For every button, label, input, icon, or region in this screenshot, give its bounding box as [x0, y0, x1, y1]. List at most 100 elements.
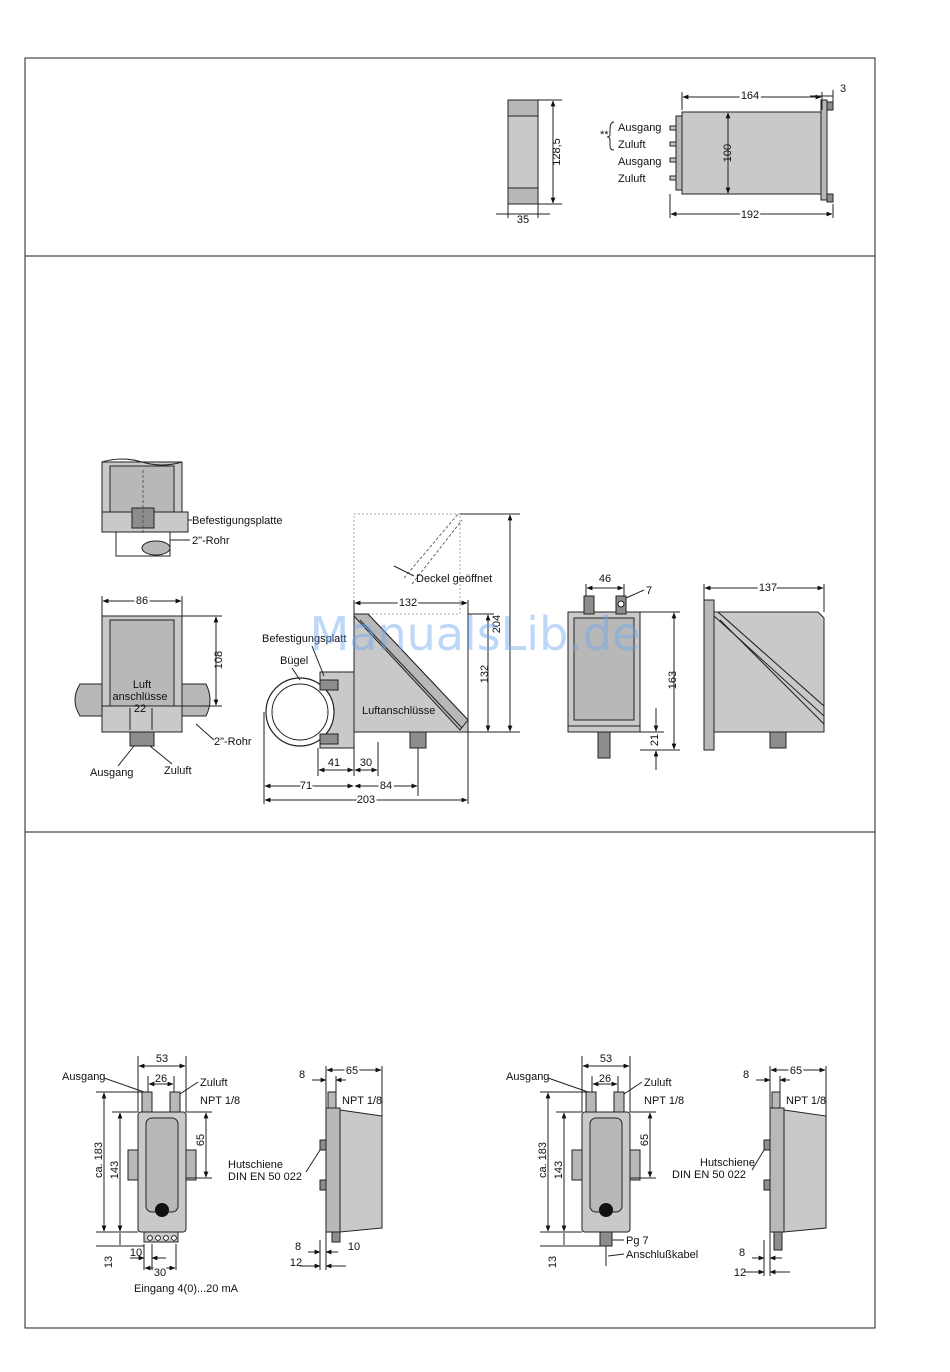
dim-132-height: 132 — [479, 665, 491, 683]
dim-35: 35 — [517, 214, 529, 226]
svg-text:71: 71 — [300, 780, 312, 792]
label-ausgang: Ausgang — [90, 767, 133, 779]
dim-100: 100 — [722, 144, 734, 162]
dim-143-left: 143 — [109, 1161, 121, 1179]
label-rohr-front: 2"-Rohr — [214, 736, 252, 748]
label-ausgang-left: Ausgang — [62, 1071, 105, 1083]
dim-65-right: 65 — [639, 1134, 651, 1146]
label-hutschiene-left: Hutschiene — [228, 1159, 283, 1171]
dim-46: 46 — [599, 573, 611, 585]
port-zuluft-2: Zuluft — [618, 173, 646, 185]
port-zuluft-1: Zuluft — [618, 139, 646, 151]
dim-12-left: 12 — [290, 1257, 302, 1269]
label-rohr-top: 2"-Rohr — [192, 535, 230, 547]
module-side-view: 128,5 35 — [496, 99, 563, 226]
dim-204: 204 — [491, 615, 503, 633]
label-anschluesse: anschlüsse — [112, 691, 167, 703]
dim-65-side-right: 65 — [790, 1065, 802, 1077]
label-hutschiene-right: Hutschiene — [700, 1157, 755, 1169]
dim-26-left: 26 — [155, 1073, 167, 1085]
dim-71: 71 — [300, 780, 312, 792]
dim-132-width: 132 — [399, 597, 417, 609]
din-right-side-view: 65 65 8 NPT 1/8 Hutschiene DIN EN 50 022… — [672, 1063, 827, 1279]
housing-wall-side-view: 137 137 — [703, 580, 825, 751]
svg-text:65: 65 — [790, 1065, 802, 1077]
label-deckel: Deckel geöffnet — [416, 573, 492, 585]
label-buegel: Bügel — [280, 655, 308, 667]
dim-26-right: 26 — [599, 1073, 611, 1085]
dim-143-right: 143 — [553, 1161, 565, 1179]
label-zuluft-left: Zuluft — [200, 1077, 228, 1089]
housing-top-view: Befestigungsplatte 2"-Rohr — [101, 458, 283, 557]
label-npt-right: NPT 1/8 — [644, 1095, 684, 1107]
svg-text:65: 65 — [346, 1065, 358, 1077]
label-eingang: Eingang 4(0)...20 mA — [134, 1283, 239, 1295]
label-ausgang-right: Ausgang — [506, 1071, 549, 1083]
din-left-side-view: 65 65 8 NPT 1/8 Hutschiene DIN EN 50 022… — [228, 1063, 383, 1270]
watermark: ManualsLib.de — [310, 607, 641, 661]
dim-164: 164 — [741, 90, 759, 102]
svg-text:164: 164 — [741, 90, 759, 102]
dim-8-bottom-left: 8 — [295, 1241, 301, 1253]
panel-2-field-housing: Befestigungsplatte 2"-Rohr 86 86 108 Luf… — [74, 458, 825, 808]
label-din-right: DIN EN 50 022 — [672, 1169, 746, 1181]
dim-10-left: 10 — [130, 1247, 142, 1259]
label-zuluft-right: Zuluft — [644, 1077, 672, 1089]
label-pg7: Pg 7 — [626, 1235, 649, 1247]
housing-wall-front-view: 46 7 163 21 — [567, 573, 680, 770]
port-ausgang-1: Ausgang — [618, 122, 661, 134]
housing-front-view: 86 86 108 Luft anschlüsse 22 2"-Rohr Aus… — [74, 593, 252, 779]
dim-8-bottom-right: 8 — [739, 1247, 745, 1259]
dim-53-left: 53 — [156, 1053, 168, 1065]
label-befestigungsplatte-side: Befestigungsplatt — [262, 633, 346, 645]
dim-163: 163 — [667, 671, 679, 689]
dim-84: 84 — [380, 780, 392, 792]
dim-108: 108 — [213, 651, 225, 669]
svg-text:137: 137 — [759, 582, 777, 594]
dim-30-left: 30 — [154, 1267, 166, 1279]
dim-65-left: 65 — [195, 1134, 207, 1146]
label-npt-side-left: NPT 1/8 — [342, 1095, 382, 1107]
label-zuluft: Zuluft — [164, 765, 192, 777]
dim-30: 30 — [360, 757, 372, 769]
dim-13-right: 13 — [547, 1256, 559, 1268]
dim-86: 86 — [136, 595, 148, 607]
label-luft: Luft — [133, 679, 151, 691]
label-din-left: DIN EN 50 022 — [228, 1171, 302, 1183]
dim-3: 3 — [840, 83, 846, 95]
housing-side-view: 132 132 132 204 Befestigungsplatt Bügel … — [262, 513, 520, 808]
din-left-front-view: 53 26 Ausgang Zuluft NPT 1/8 65 ca. 183 … — [62, 1053, 240, 1295]
svg-text:30: 30 — [154, 1267, 166, 1279]
module-front-view: 164 164 3 100 192 192 ** Ausgang Zuluft … — [600, 83, 846, 223]
svg-text:192: 192 — [741, 209, 759, 221]
panel-3-din-rail-housings: 53 26 Ausgang Zuluft NPT 1/8 65 ca. 183 … — [62, 1053, 827, 1295]
label-npt-side-right: NPT 1/8 — [786, 1095, 826, 1107]
din-right-front-view: 53 26 Ausgang Zuluft NPT 1/8 65 ca. 183 … — [506, 1053, 698, 1268]
svg-text:203: 203 — [357, 794, 375, 806]
dim-22: 22 — [134, 703, 146, 715]
svg-text:86: 86 — [136, 595, 148, 607]
dim-203: 203 — [357, 794, 375, 806]
dim-137: 137 — [759, 582, 777, 594]
label-luftanschluesse: Luftanschlüsse — [362, 705, 435, 717]
dim-7: 7 — [646, 585, 652, 597]
dim-12-right: 12 — [734, 1267, 746, 1279]
dim-53-right: 53 — [600, 1053, 612, 1065]
page-frame — [24, 57, 876, 1329]
dim-183-right: ca. 183 — [537, 1142, 549, 1178]
stars-mark: ** — [600, 129, 609, 141]
label-befestigungsplatte: Befestigungsplatte — [192, 515, 283, 527]
dim-21: 21 — [649, 734, 661, 746]
panel-1-rack-module: 128,5 35 164 164 3 100 — [496, 83, 846, 226]
dim-192: 192 — [741, 209, 759, 221]
dim-65-side-left: 65 — [346, 1065, 358, 1077]
svg-text:132: 132 — [399, 597, 417, 609]
dim-8-top-left: 8 — [299, 1069, 305, 1081]
dim-10-side-left: 10 — [348, 1241, 360, 1253]
svg-text:84: 84 — [380, 780, 392, 792]
dim-41: 41 — [328, 757, 340, 769]
dim-183-left: ca. 183 — [93, 1142, 105, 1178]
dim-8-top-right: 8 — [743, 1069, 749, 1081]
label-npt-left: NPT 1/8 — [200, 1095, 240, 1107]
